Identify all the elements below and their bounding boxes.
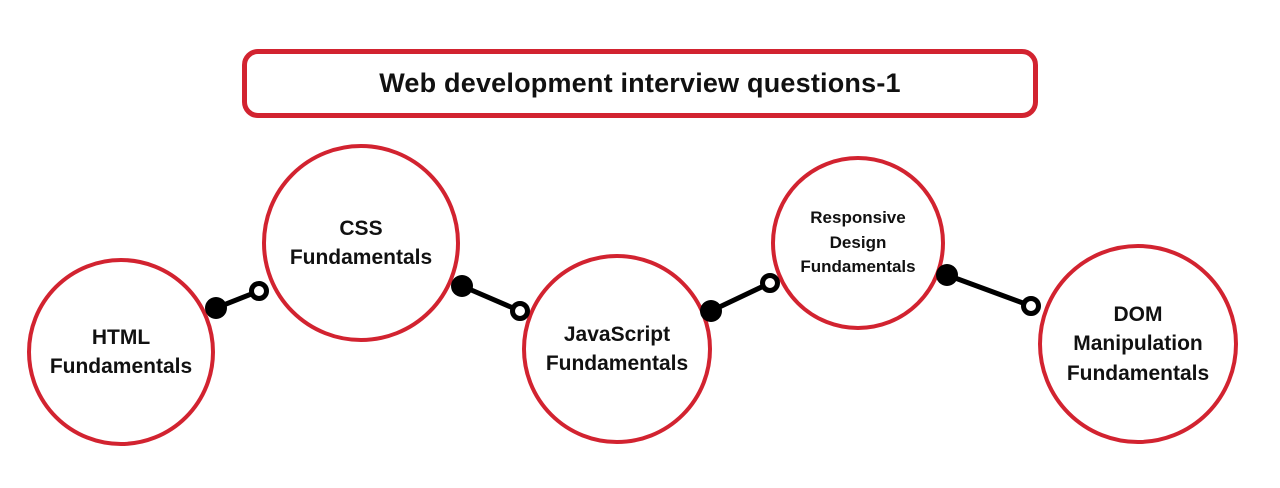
- node-css-fundamentals: CSS Fundamentals: [262, 144, 460, 342]
- hollow-ring-icon: [249, 281, 269, 301]
- title-box: Web development interview questions-1: [242, 49, 1038, 118]
- filled-dot-icon: [205, 297, 227, 319]
- hollow-ring-icon: [760, 273, 780, 293]
- connector-line: [944, 272, 1034, 309]
- node-label: CSS Fundamentals: [289, 216, 433, 269]
- node-label: DOM Manipulation Fundamentals: [1066, 302, 1210, 385]
- node-label: JavaScript Fundamentals: [545, 322, 689, 375]
- filled-dot-icon: [451, 275, 473, 297]
- connector-javascript-to-responsive: [700, 273, 780, 322]
- node-javascript-fundamentals: JavaScript Fundamentals: [522, 254, 712, 444]
- node-dom-manipulation-fundamentals: DOM Manipulation Fundamentals: [1038, 244, 1238, 444]
- connector-line: [459, 283, 523, 314]
- node-responsive-design-fundamentals: Responsive Design Fundamentals: [771, 156, 945, 330]
- node-label: Responsive Design Fundamentals: [800, 208, 916, 277]
- connector-line: [213, 288, 262, 311]
- page-title: Web development interview questions-1: [379, 68, 901, 98]
- node-html-fundamentals: HTML Fundamentals: [27, 258, 215, 446]
- connector-html-to-css: [205, 281, 269, 319]
- hollow-ring-icon: [510, 301, 530, 321]
- connector-css-to-javascript: [451, 275, 530, 321]
- node-label: HTML Fundamentals: [49, 325, 193, 378]
- connector-line: [708, 280, 773, 314]
- hollow-ring-icon: [1021, 296, 1041, 316]
- connector-responsive-to-dom: [936, 264, 1041, 316]
